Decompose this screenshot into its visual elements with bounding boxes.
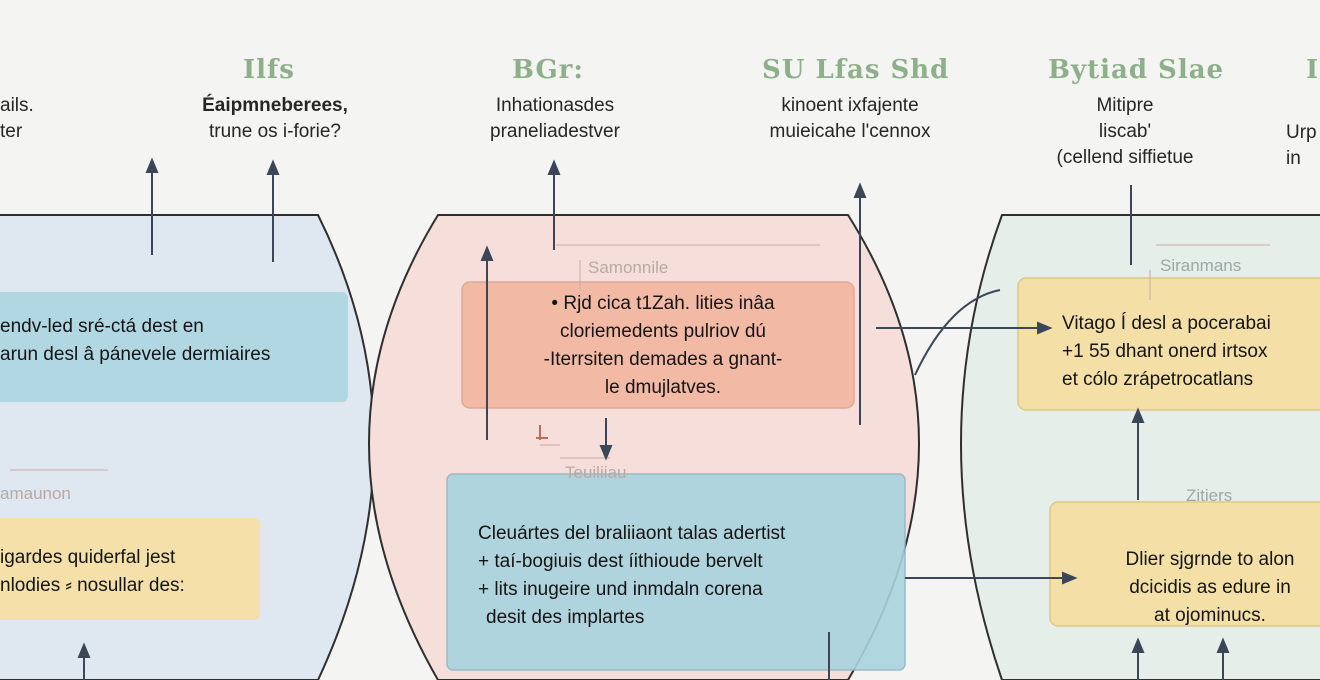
column-subtitle-5: Urp in	[1286, 120, 1317, 172]
card-line: endv-led sré-ctá dest en	[0, 316, 204, 337]
subtitle-line: trune os i-forie?	[208, 121, 341, 142]
column-header-2: BGr:	[512, 55, 584, 85]
card-line: Vitago Í desl a pocerabai	[1062, 313, 1271, 334]
card-line: cloriemedents pulriov dú	[560, 321, 766, 342]
subtitle-line: praneliadestver	[490, 121, 620, 142]
card-line: +1 55 dhant onerd irtsox	[1062, 341, 1268, 362]
subtitle-line: (cellend siffietue	[1056, 147, 1194, 168]
right-faint-label-2: Zitiers	[1186, 486, 1233, 505]
column-subtitle-2: Inhationasdes praneliadestver	[460, 93, 650, 145]
subtitle-line: muieicahe l'cennox	[769, 121, 931, 142]
center-orange-card-shape	[461, 281, 855, 409]
card-line: Dlier sjgrnde to alon	[1125, 549, 1295, 570]
right-yellow-bottom-card: Dlier sjgrnde to alon dcicidis as edure …	[1100, 546, 1320, 630]
left-blue-card: endv-led sré-ctá dest en arun desl â pán…	[0, 313, 270, 369]
curved-connector	[914, 289, 1001, 376]
left-blue-card-shape	[0, 292, 348, 402]
card-line: + taí-bogiuis dest íithioude bervelt	[478, 551, 763, 572]
card-line: et cólo zrápetrocatlans	[1062, 369, 1254, 390]
column-header-1: Ilfs	[243, 55, 295, 85]
card-line: nlodies ⸗ nosullar des:	[0, 575, 185, 596]
subtitle-line: ter	[0, 121, 23, 142]
card-line: le dmujlatves.	[604, 377, 722, 398]
card-line: igardes quiderfal jest	[0, 547, 176, 568]
card-line: Cleuártes del braliiaont talas adertist	[478, 523, 786, 544]
column-subtitle-0: ails. ter	[0, 93, 34, 145]
subtitle-line: Mitipre	[1096, 95, 1154, 116]
column-header-4: Bytiad Slae	[1048, 55, 1225, 85]
subtitle-line: Inhationasdes	[495, 95, 615, 116]
card-line: + lits inugeire und inmdaln corena	[478, 579, 763, 600]
card-line: dcicidis as edure in	[1129, 577, 1291, 598]
left-yellow-card: igardes quiderfal jest nlodies ⸗ nosulla…	[0, 544, 185, 600]
card-line: arun desl â pánevele dermiaires	[0, 344, 271, 365]
right-yellow-bottom-card-shape	[1049, 501, 1320, 627]
subtitle-line: Éaipmneberees,	[202, 95, 348, 116]
card-line: • Rjd cica t1Zah. lities inâa	[551, 293, 775, 314]
subtitle-line: in	[1286, 148, 1301, 169]
subtitle-line: Urp	[1286, 122, 1317, 143]
subtitle-line: ails.	[0, 95, 34, 116]
card-line: -Iterrsiten demades a gnant-	[543, 349, 783, 370]
center-orange-card: • Rjd cica t1Zah. lities inâa cloriemede…	[498, 290, 828, 402]
card-line: at ojominucs.	[1154, 605, 1266, 626]
card-line: desit des implartes	[486, 607, 645, 628]
subtitle-line: kinoent ixfajente	[781, 95, 919, 116]
right-faint-label: Siranmans	[1160, 256, 1242, 275]
center-faint-label-2: Teuiliiau	[565, 463, 627, 482]
column-subtitle-3: kinoent ixfajente muieicahe l'cennox	[735, 93, 965, 145]
center-faint-label: Samonnile	[588, 258, 669, 277]
center-blue-card-shape	[446, 473, 906, 671]
column-header-3: SU Lfas Shd	[762, 55, 950, 85]
left-yellow-card-shape	[0, 518, 260, 620]
column-subtitle-1: Éaipmneberees, trune os i-forie?	[180, 93, 370, 145]
right-yellow-top-card-shape	[1017, 277, 1320, 411]
subtitle-line: liscab'	[1098, 121, 1152, 142]
right-yellow-top-card: Vitago Í desl a pocerabai +1 55 dhant on…	[1062, 310, 1320, 394]
center-blue-card: Cleuártes del braliiaont talas adertist …	[478, 520, 785, 632]
column-header-5: I	[1306, 55, 1320, 85]
column-subtitle-4: Mitipre liscab' (cellend siffietue	[1025, 93, 1225, 171]
left-faint-label: amaunon	[0, 484, 71, 503]
